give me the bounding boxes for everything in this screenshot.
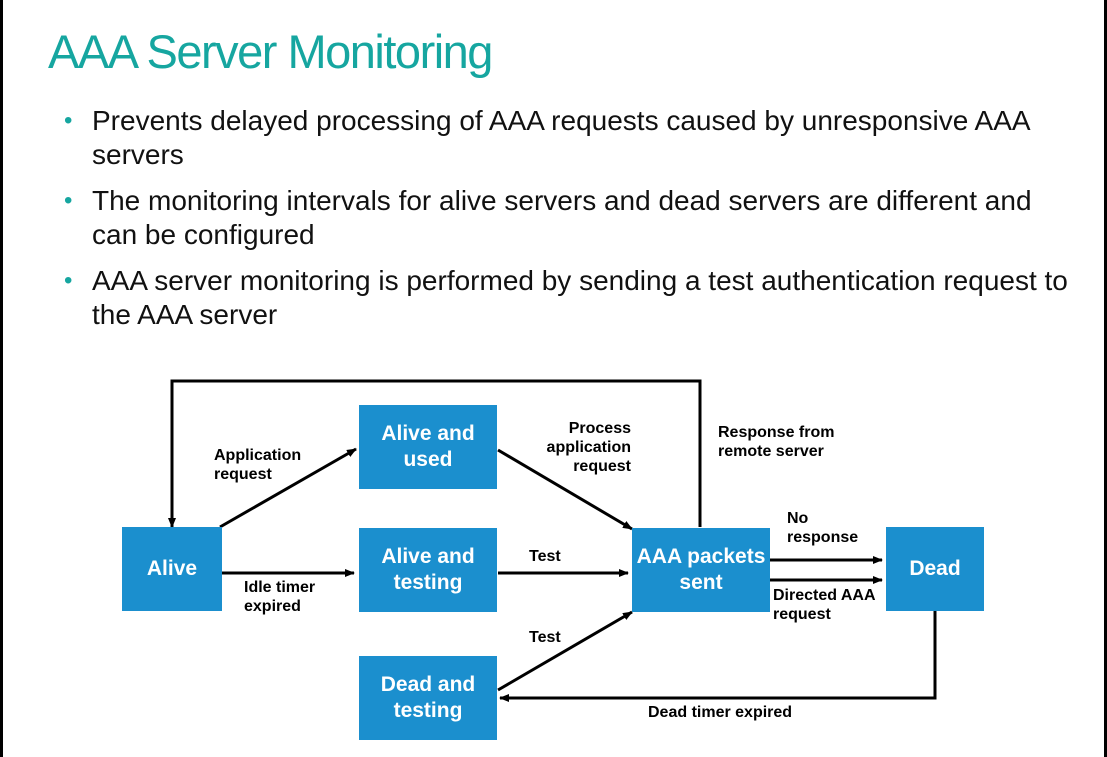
label-dead-timer: Dead timer expired [648, 704, 793, 721]
label-idle-timer: Idle timer expired [244, 579, 316, 615]
bullet-text: AAA server monitoring is performed by se… [92, 265, 1068, 330]
label-application-request: Application request [214, 447, 302, 483]
bullet-list: • Prevents delayed processing of AAA requ… [60, 104, 1070, 344]
bullet-dot-icon: • [64, 107, 73, 134]
arrow-response-loop [168, 379, 702, 528]
node-aaa-packets-sent-label: AAA packets sent [636, 545, 766, 594]
node-alive-and-used-label: Alive and used [381, 422, 475, 471]
bullet-dot-icon: • [64, 267, 73, 294]
node-alive-and-testing: Alive and testing [359, 528, 497, 612]
label-test-upper: Test [529, 548, 561, 565]
bullet-item: • The monitoring intervals for alive serv… [60, 184, 1070, 252]
bullet-dot-icon: • [64, 187, 73, 214]
bullet-item: • AAA server monitoring is performed by s… [60, 264, 1070, 332]
node-dead: Dead [886, 527, 984, 611]
label-test-lower: Test [529, 629, 561, 646]
label-no-response: No response [787, 510, 859, 546]
node-alive-label: Alive [146, 557, 198, 580]
label-response-remote: Response from remote server [718, 424, 835, 460]
node-dead-label: Dead [909, 557, 961, 580]
bullet-text: The monitoring intervals for alive serve… [92, 185, 1032, 250]
node-alive-and-used: Alive and used [359, 405, 497, 489]
node-dead-and-testing: Dead and testing [359, 656, 497, 740]
arrow-application-request [219, 447, 357, 529]
arrow-process-request [497, 448, 633, 531]
bullet-text: Prevents delayed processing of AAA reque… [92, 105, 1030, 170]
slide-title: AAA Server Monitoring [48, 25, 493, 78]
arrow-test-lower [497, 610, 633, 692]
arrow-dead-timer [499, 611, 937, 702]
node-aaa-packets-sent: AAA packets sent [632, 528, 770, 612]
bullet-item: • Prevents delayed processing of AAA requ… [60, 104, 1070, 172]
label-process-request: Process application request [546, 420, 631, 475]
node-dead-and-testing-label: Dead and testing [380, 673, 476, 722]
label-directed-request: Directed AAA request [773, 587, 875, 623]
node-alive: Alive [122, 527, 222, 611]
node-alive-and-testing-label: Alive and testing [381, 545, 475, 594]
